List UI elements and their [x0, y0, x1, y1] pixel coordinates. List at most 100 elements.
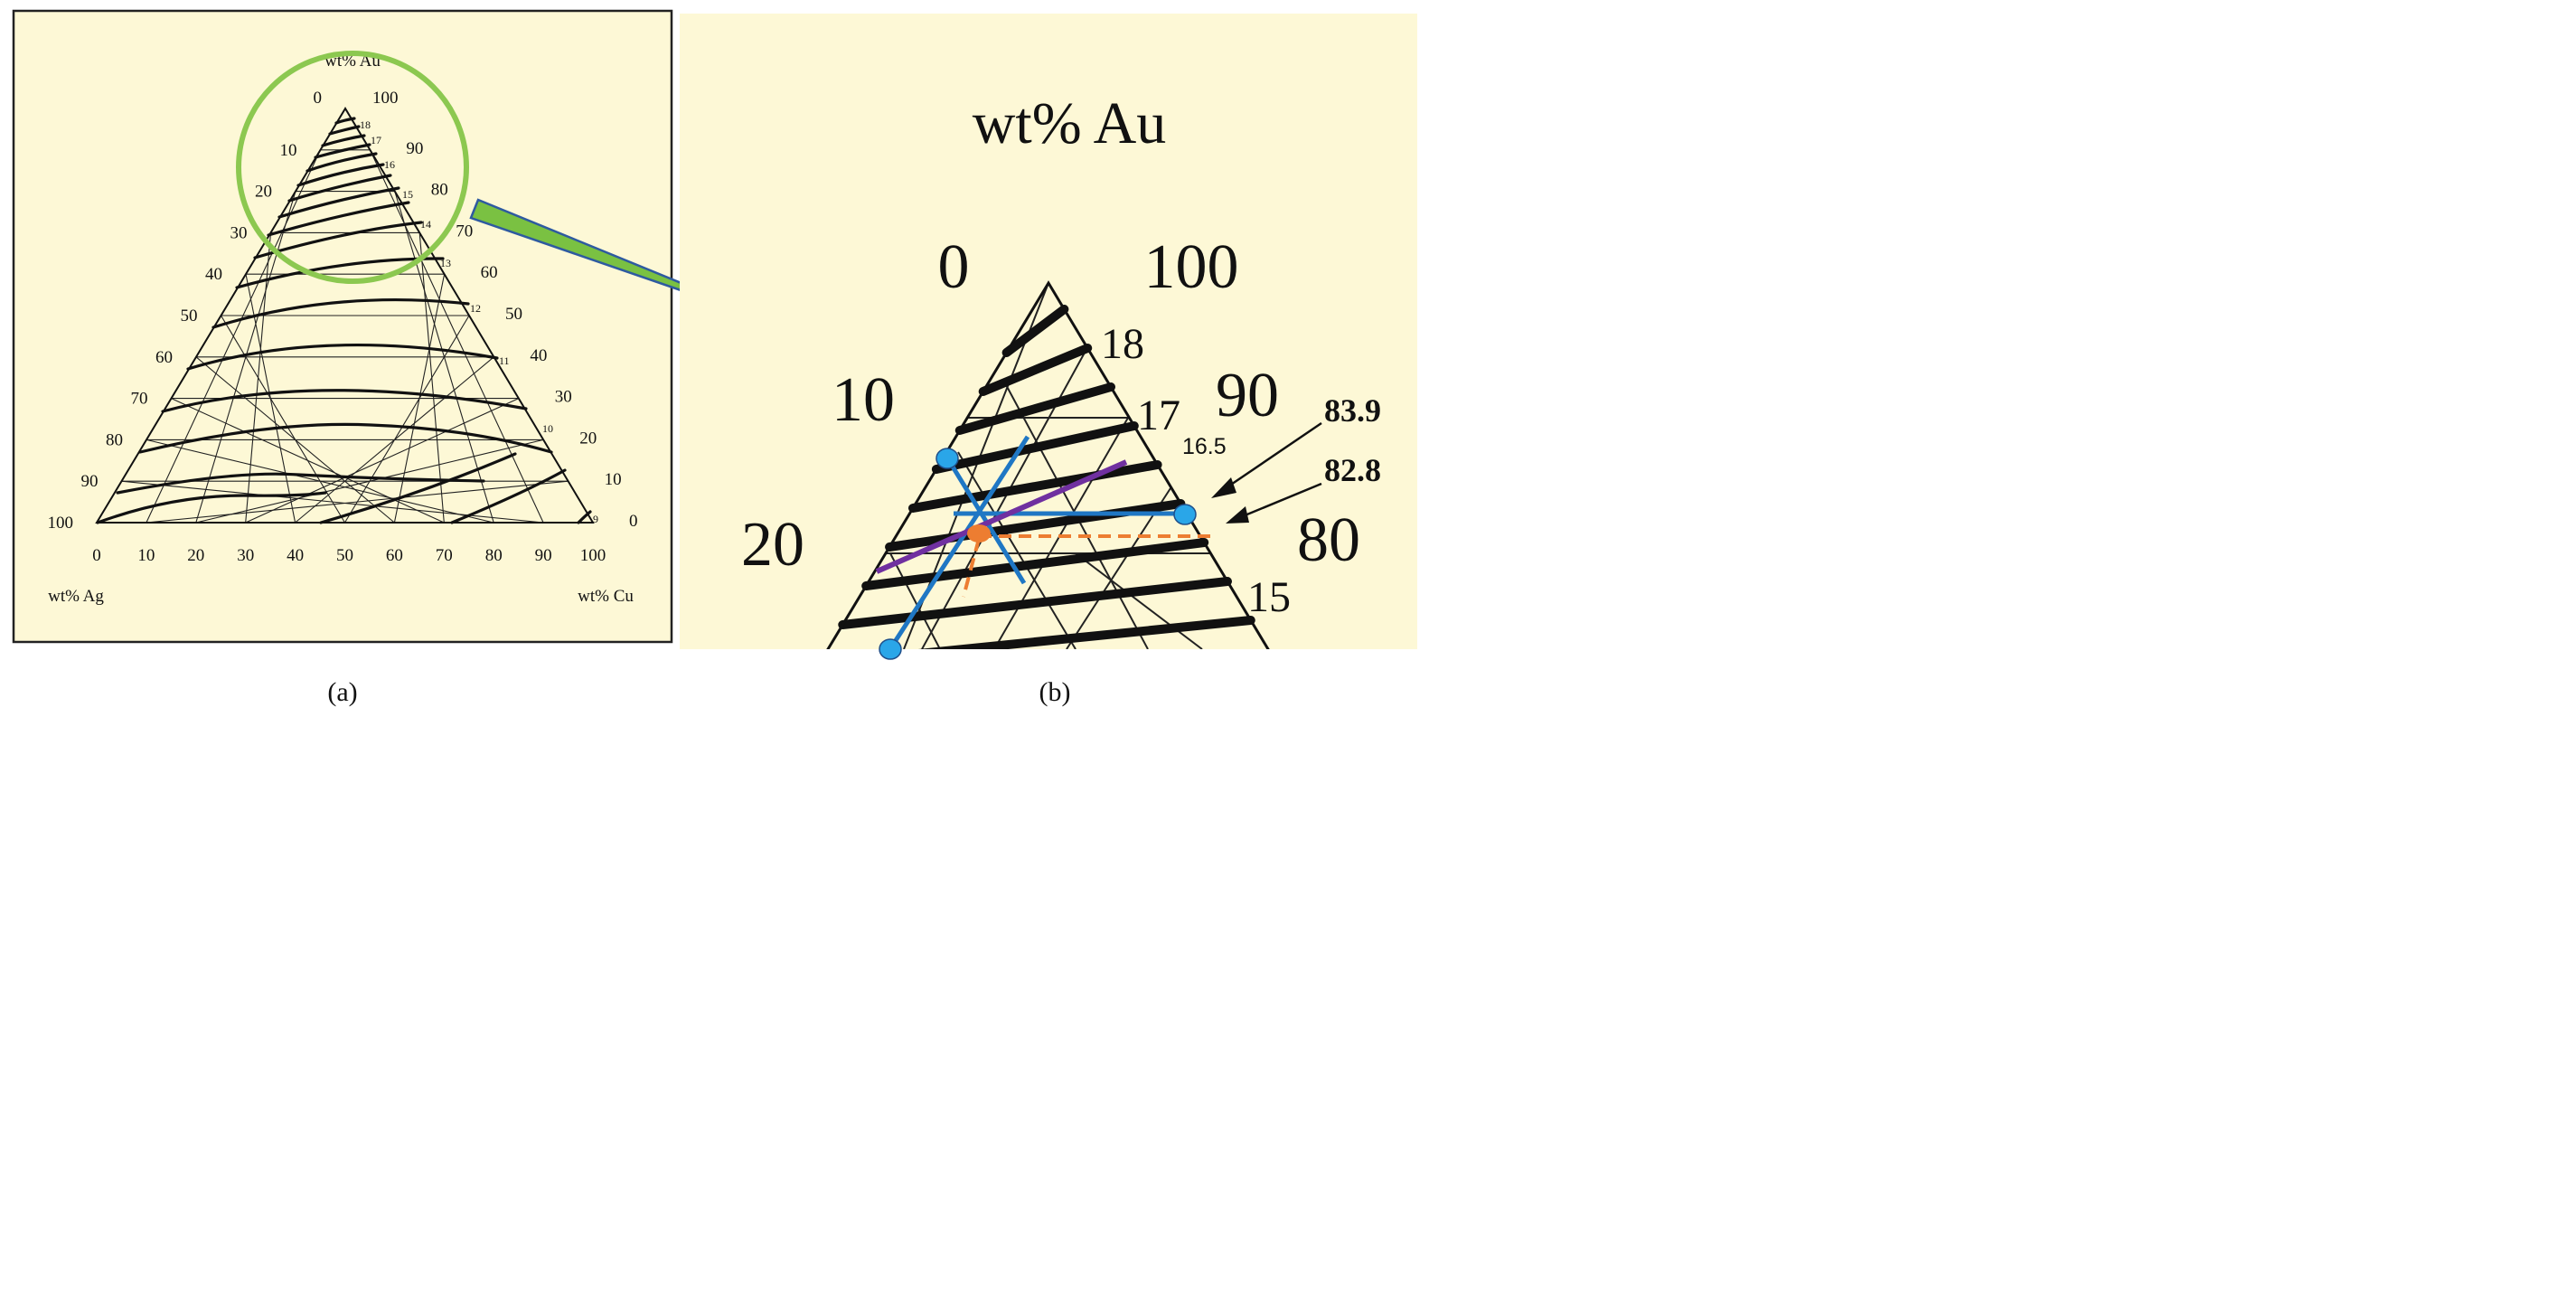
- left-tick-label: 50: [181, 307, 198, 326]
- zoom-contour-band: [954, 382, 1115, 435]
- contour-curve: [296, 163, 385, 187]
- left-tick-label: 40: [205, 265, 222, 284]
- zoom-contour-band: [838, 577, 1232, 629]
- bottom-tick-label: 0: [92, 546, 101, 565]
- zoom-left-tick: 20: [741, 510, 804, 580]
- right-tick-label: 0: [629, 512, 638, 531]
- bottom-tick-label: 10: [137, 546, 155, 565]
- axis-label-cu: wt% Cu: [578, 587, 634, 606]
- isotherm-line: [875, 459, 1128, 574]
- grid-line-ascending: [121, 480, 544, 524]
- right-tick-label: 70: [456, 222, 473, 241]
- contour-label: 9: [593, 513, 598, 525]
- contour-label: 12: [470, 302, 481, 315]
- contour-lines: [96, 117, 592, 524]
- contour-label: 11: [499, 354, 510, 367]
- figure-svg: wt% Au wt% Ag wt% Cu 0102030405060708090…: [12, 9, 1417, 707]
- left-tick-label: 100: [48, 514, 74, 533]
- bottom-tick-label: 40: [287, 546, 304, 565]
- right-tick-label: 50: [505, 305, 522, 324]
- bottom-tick-label: 100: [580, 546, 606, 565]
- zoom-contour-band: [931, 421, 1139, 474]
- contour-curve: [277, 186, 400, 219]
- zoom-contour-band: [795, 659, 1274, 703]
- callout-arrows: [1211, 421, 1322, 524]
- contour-curve: [138, 422, 553, 454]
- bottom-tick-label: 50: [336, 546, 353, 565]
- contour-label: 16: [384, 158, 395, 171]
- contour-curve: [321, 134, 366, 147]
- contour-label: 13: [440, 257, 451, 269]
- zoom-contour-label: 18: [1101, 320, 1144, 368]
- panel-b-background: [680, 14, 1417, 649]
- marker-label-165: 16.5: [1182, 434, 1227, 459]
- contour-curve: [186, 343, 499, 371]
- contour-curve: [212, 298, 470, 329]
- zoom-contour-lines: [795, 305, 1274, 703]
- zoom-triangle-edges: [826, 280, 1270, 649]
- contour-curve: [96, 491, 327, 524]
- right-tick-label: 90: [406, 139, 423, 158]
- contour-label: 17: [371, 134, 381, 146]
- contour-curve: [314, 143, 371, 159]
- grid-line-ascending: [171, 398, 445, 524]
- left-tick-label: 10: [280, 141, 297, 160]
- zoom-grid-diagonal: [957, 451, 1076, 649]
- zoom-contour-band: [907, 460, 1162, 513]
- left-tick-label: 90: [81, 472, 99, 491]
- contour-curve: [267, 201, 410, 237]
- bottom-tick-label: 60: [386, 546, 403, 565]
- right-tick-label: 40: [530, 346, 547, 365]
- contour-curve: [306, 152, 378, 173]
- ternary-triangle: [95, 107, 595, 524]
- contour-label: 18: [360, 118, 371, 131]
- caption-b: (b): [1039, 677, 1071, 707]
- zoom-contour-label: 17: [1137, 392, 1180, 439]
- grid-line-ascending: [221, 315, 345, 524]
- value-lower: 82.8: [1324, 452, 1381, 488]
- zoom-right-tick: 80: [1297, 505, 1360, 575]
- right-tick-label: 100: [372, 89, 399, 108]
- right-tick-label: 30: [555, 388, 572, 407]
- contour-curve: [319, 452, 517, 524]
- value-upper: 83.9: [1324, 392, 1381, 429]
- zoom-contour-band: [978, 344, 1093, 396]
- zoom-right-tick: 100: [1144, 232, 1239, 302]
- zoom-grid-diagonal: [993, 417, 1129, 649]
- zoom-contour-band: [861, 538, 1209, 590]
- axis-label-ag: wt% Ag: [48, 587, 104, 606]
- contour-curve: [287, 174, 392, 203]
- grid-line-descending: [418, 232, 445, 524]
- zoom-grid-diagonal: [889, 552, 941, 649]
- contour-curve: [577, 510, 592, 524]
- contour-label: 10: [542, 422, 553, 435]
- tie-line-cu: [888, 435, 1030, 649]
- endpoint-marker-top: [935, 448, 959, 469]
- bottom-tick-label: 80: [485, 546, 503, 565]
- right-tick-label: 20: [579, 429, 597, 448]
- dashed-projection-diagonal: [962, 538, 981, 598]
- zoom-grid-diagonal: [1075, 552, 1203, 649]
- left-tick-label: 60: [155, 348, 173, 367]
- left-tick-label: 30: [230, 223, 248, 242]
- left-tick-label: 0: [314, 89, 323, 108]
- contour-curve: [116, 472, 485, 495]
- right-tick-label: 60: [481, 263, 498, 282]
- zoom-left-tick: 0: [938, 232, 970, 302]
- zoom-left-tick: 10: [832, 365, 895, 435]
- ternary-grid: [121, 149, 569, 524]
- contour-curve: [161, 389, 528, 413]
- contour-curve: [450, 468, 567, 524]
- zoom-axis-label-au: wt% Au: [973, 90, 1167, 156]
- endpoint-marker-bottom: [879, 638, 902, 660]
- bottom-tick-label: 20: [187, 546, 204, 565]
- zoom-contour-band: [917, 616, 1255, 649]
